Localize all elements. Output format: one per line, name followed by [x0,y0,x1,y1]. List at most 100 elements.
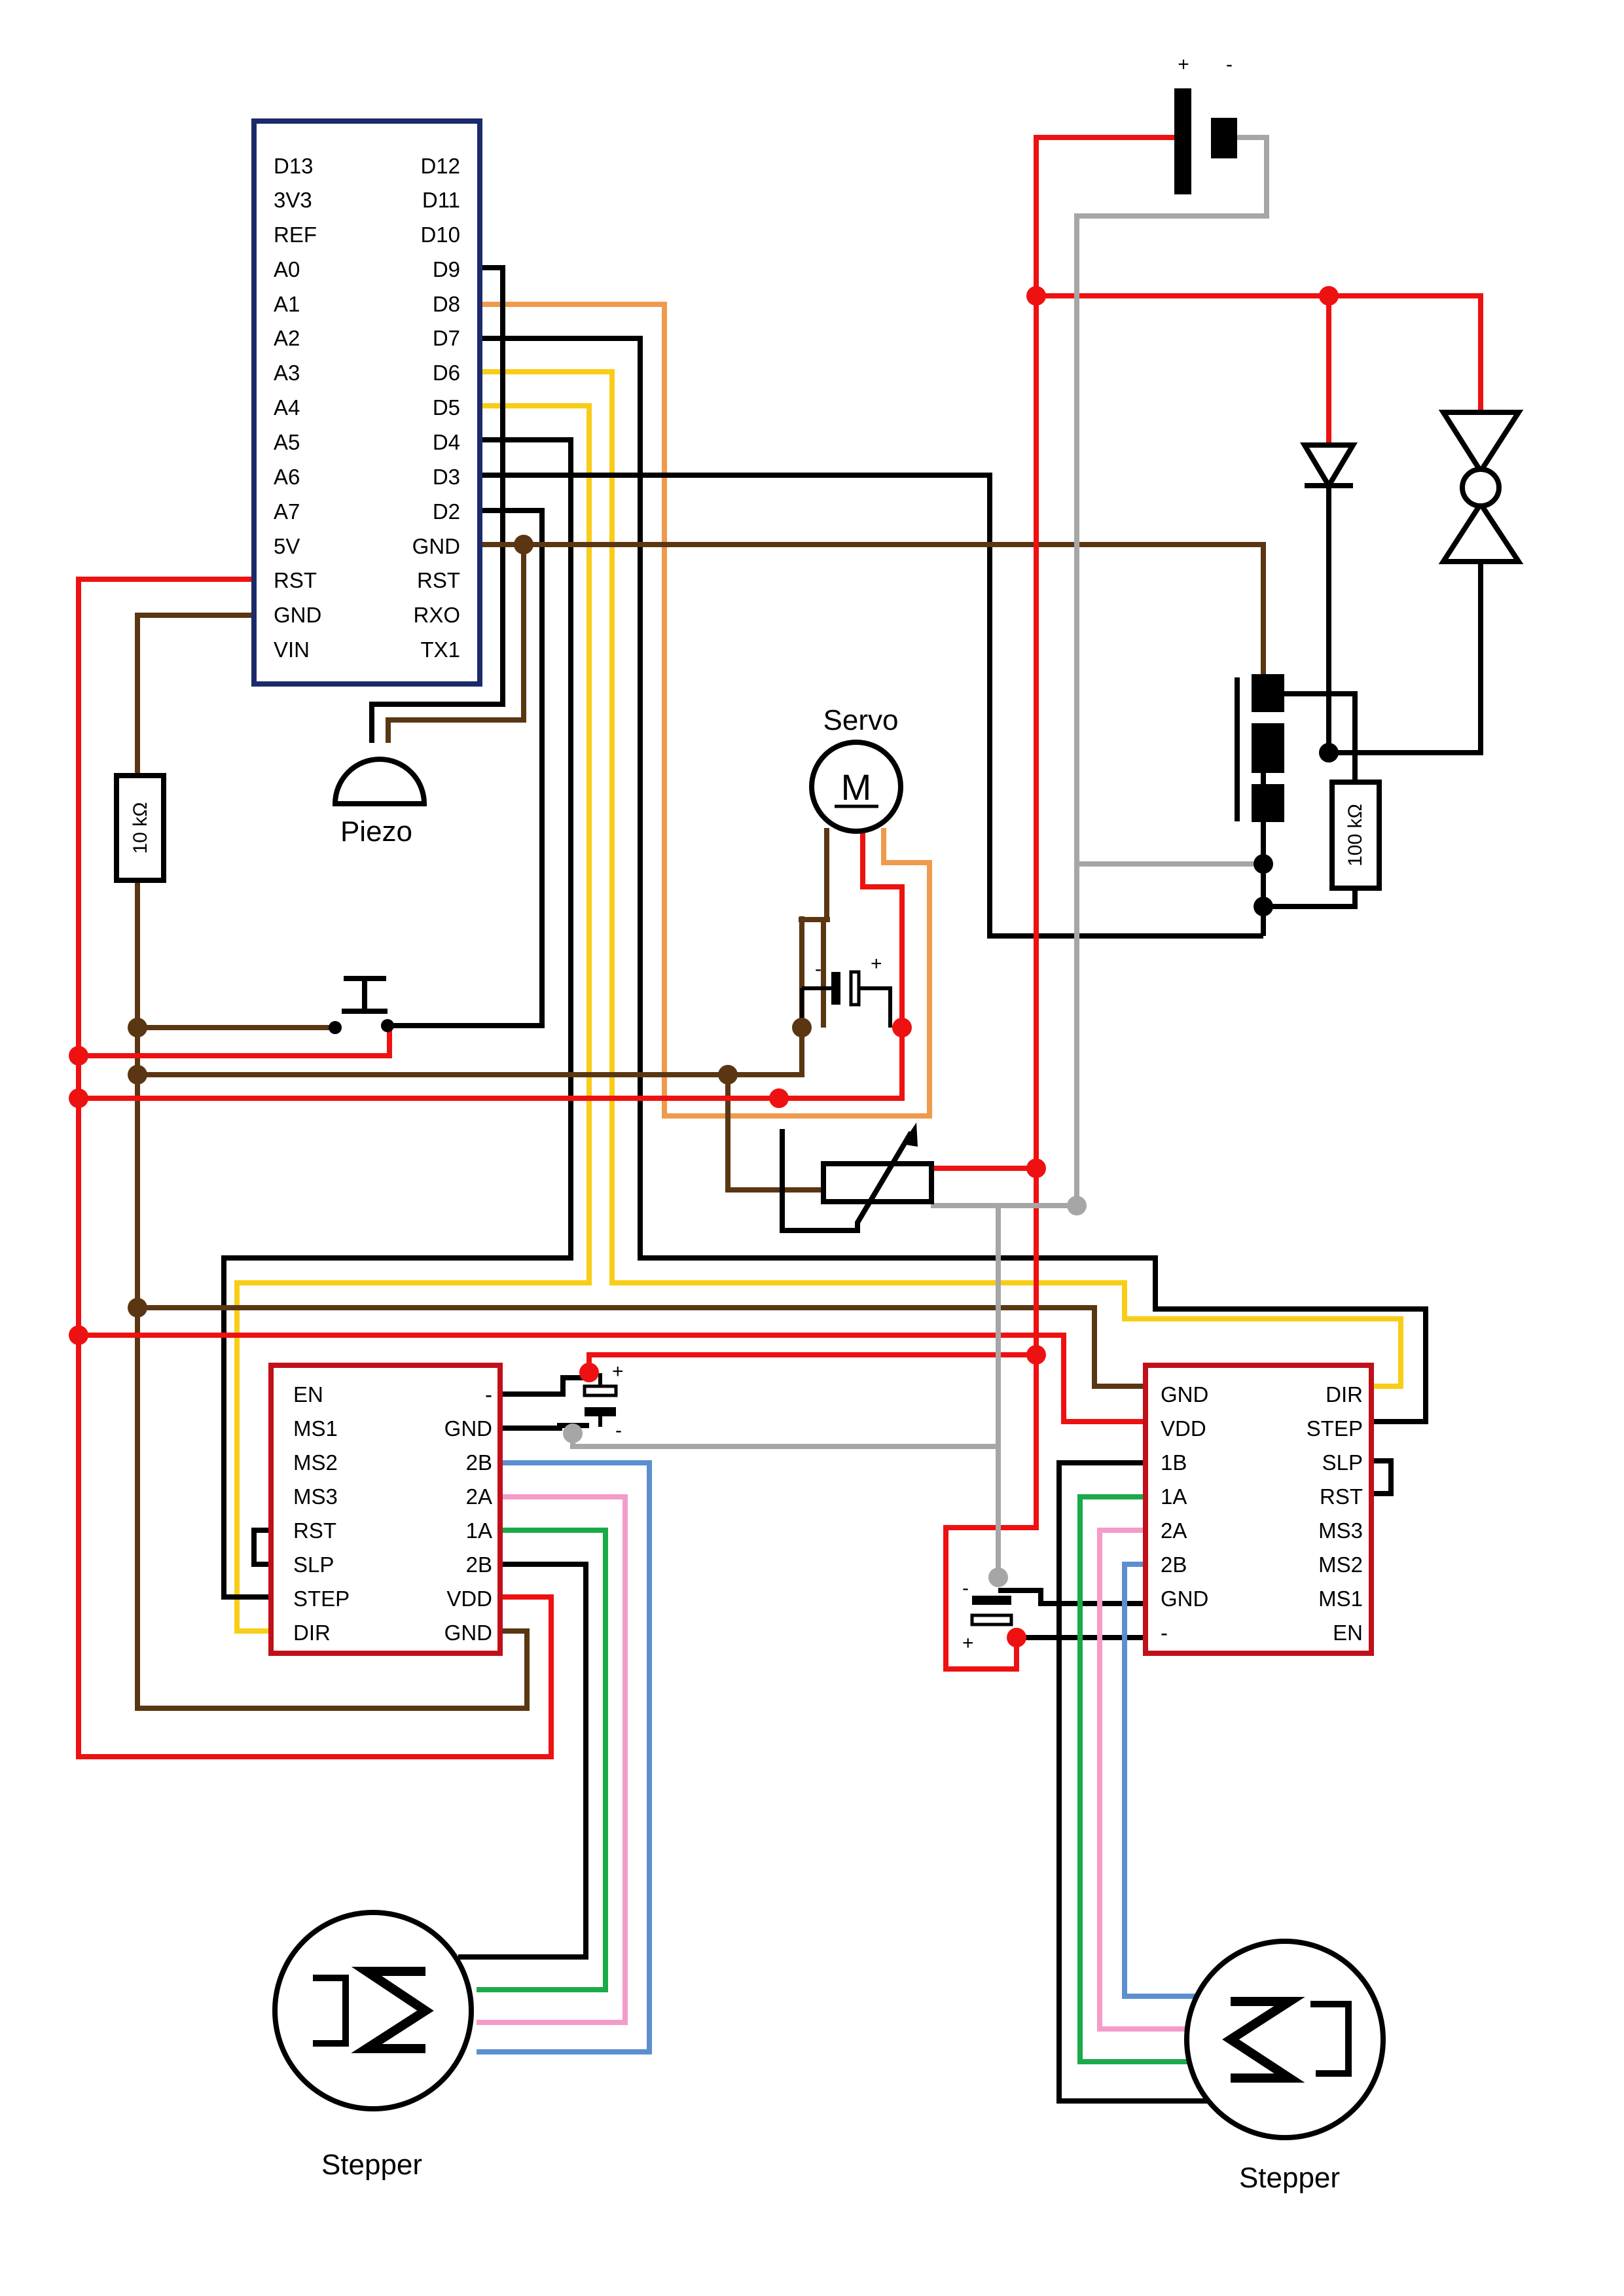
driver-pin-label: - [485,1382,492,1407]
wire-black-diode [1326,488,1483,755]
driver-pin-label: 2A [1161,1518,1187,1543]
driver-pin-label: RST [293,1518,336,1543]
arduino-pin-label: GND [274,603,321,627]
driver-pin-label: STEP [1307,1416,1363,1441]
driver-pin-label: GND [444,1416,492,1441]
servo-symbol: M [841,766,872,808]
driver-pin-label: SLP [1322,1450,1363,1475]
driver-pin-label: VDD [446,1587,492,1611]
battery-minus-label: - [1226,54,1233,75]
wire-pink-left-2a [477,1494,628,2025]
wire-black-right-slprst [1371,1458,1394,1496]
wire-blue-right-2b [1122,1562,1198,1999]
wire-red-battery [943,135,1175,1672]
arduino-pin-label: 3V3 [274,188,312,212]
piezo-buzzer: Piezo [332,757,427,848]
driver-pin-label: MS1 [293,1416,338,1441]
wire-yellow-d6-dir [481,369,1403,1389]
arduino-pin-label: D9 [433,257,460,281]
wire-yellow-d5-dir [234,403,592,1634]
driver-pin-label: DIR [1326,1382,1363,1407]
arduino-left-pins: D13 3V3 REF A0 A1 A2 A3 A4 A5 A6 A7 5V R… [274,154,321,662]
driver-pin-label: MS2 [293,1450,338,1475]
cap-left-plus: + [612,1361,624,1382]
wire-black-d3-gate [481,473,1263,939]
wire-pink-right-2a [1097,1528,1191,2032]
resistor-10k: 10 kΩ [114,773,166,883]
driver-pin-label: MS3 [1318,1518,1363,1543]
arduino-pin-label: D2 [433,499,460,524]
arduino-pin-label: A5 [274,430,300,454]
driver-pin-label: GND [444,1621,492,1645]
driver-pin-label: 2B [1161,1552,1187,1577]
push-button [342,976,388,1014]
mosfet [1235,674,1284,822]
arduino-pin-label: A2 [274,326,300,350]
arduino-right-pins: D12 D11 D10 D9 D8 D7 D6 D5 D4 D3 D2 GND … [412,154,460,662]
wire-black-right-cap-minus [998,1588,1144,1606]
arduino-pin-label: A3 [274,361,300,385]
driver-pin-label: STEP [293,1587,350,1611]
servo-label: Servo [823,704,899,736]
driver-pin-label: SLP [293,1552,334,1577]
wire-red-servo-lead [860,828,905,1028]
arduino-pin-label: D7 [433,326,460,350]
wire-black-d9-piezo [369,265,505,743]
arduino-pin-label: A6 [274,465,300,489]
stepper-motor-right: Stepper [1184,1939,1386,2194]
wire-brown-pot [725,1075,823,1193]
wire-black-d2-button [388,508,545,1028]
driver-pin-label: 1A [1161,1484,1187,1509]
driver-pin-label: GND [1161,1587,1208,1611]
stepper-right-label: Stepper [1239,2162,1340,2194]
battery-plus-label: + [1178,54,1189,75]
arduino-pin-label: A4 [274,395,300,420]
wire-red-button [79,1026,392,1058]
arduino-pin-label: A1 [274,292,300,316]
arduino-pin-label: D6 [433,361,460,385]
arduino-pin-label: D5 [433,395,460,420]
wire-green-left-1a [477,1528,608,1992]
arduino-pin-label: TX1 [420,637,460,662]
solenoid-valve [1438,410,1524,564]
wire-green-right-1a [1077,1494,1195,2064]
driver-pin-label: 2A [466,1484,492,1509]
capacitor-left-driver: + - [583,1361,624,1441]
wires [76,135,1483,2104]
diode [1299,442,1358,491]
wire-brown-gnd-bus [135,613,530,1711]
arduino-pin-label: D11 [422,188,460,212]
stepper-motor-left: Stepper [272,1910,474,2181]
arduino-pin-label: REF [274,223,317,247]
driver-pin-label: DIR [293,1621,331,1645]
arduino-pin-label: D10 [420,223,460,247]
wire-brown-gnd-mosfet [481,542,1266,681]
stepper-driver-left: EN MS1 MS2 MS3 RST SLP STEP DIR - GND 2B… [268,1363,503,1656]
junctions [69,286,1339,1647]
arduino-pin-label: VIN [274,637,310,662]
driver-pin-label: RST [1320,1484,1363,1509]
wire-black-left-rstslp [251,1528,270,1567]
capacitor-servo: - + [800,953,892,1028]
driver-pin-label: 2B [466,1450,492,1475]
arduino-pin-label: D3 [433,465,460,489]
arduino-pin-label: D8 [433,292,460,316]
wire-brown-driver-gnd [137,1305,1144,1389]
driver-pin-label: MS3 [293,1484,338,1509]
battery: + - [1174,54,1237,194]
potentiometer [780,1122,934,1233]
resistor-10k-label: 10 kΩ [130,802,151,853]
driver-pin-label: 1B [1161,1450,1187,1475]
piezo-label: Piezo [340,816,412,848]
arduino-pin-label: GND [412,534,460,558]
driver-pin-label: 1A [466,1518,492,1543]
arduino-pin-label: D12 [420,154,460,178]
wire-brown-servo-gnd [137,916,804,1077]
wire-black-d7-step [481,336,1428,1424]
wire-red-servo-bus [79,1028,905,1101]
stepper-left-label: Stepper [321,2149,422,2181]
servo-motor: Servo M [809,704,903,834]
cap-right-plus: + [962,1632,974,1654]
